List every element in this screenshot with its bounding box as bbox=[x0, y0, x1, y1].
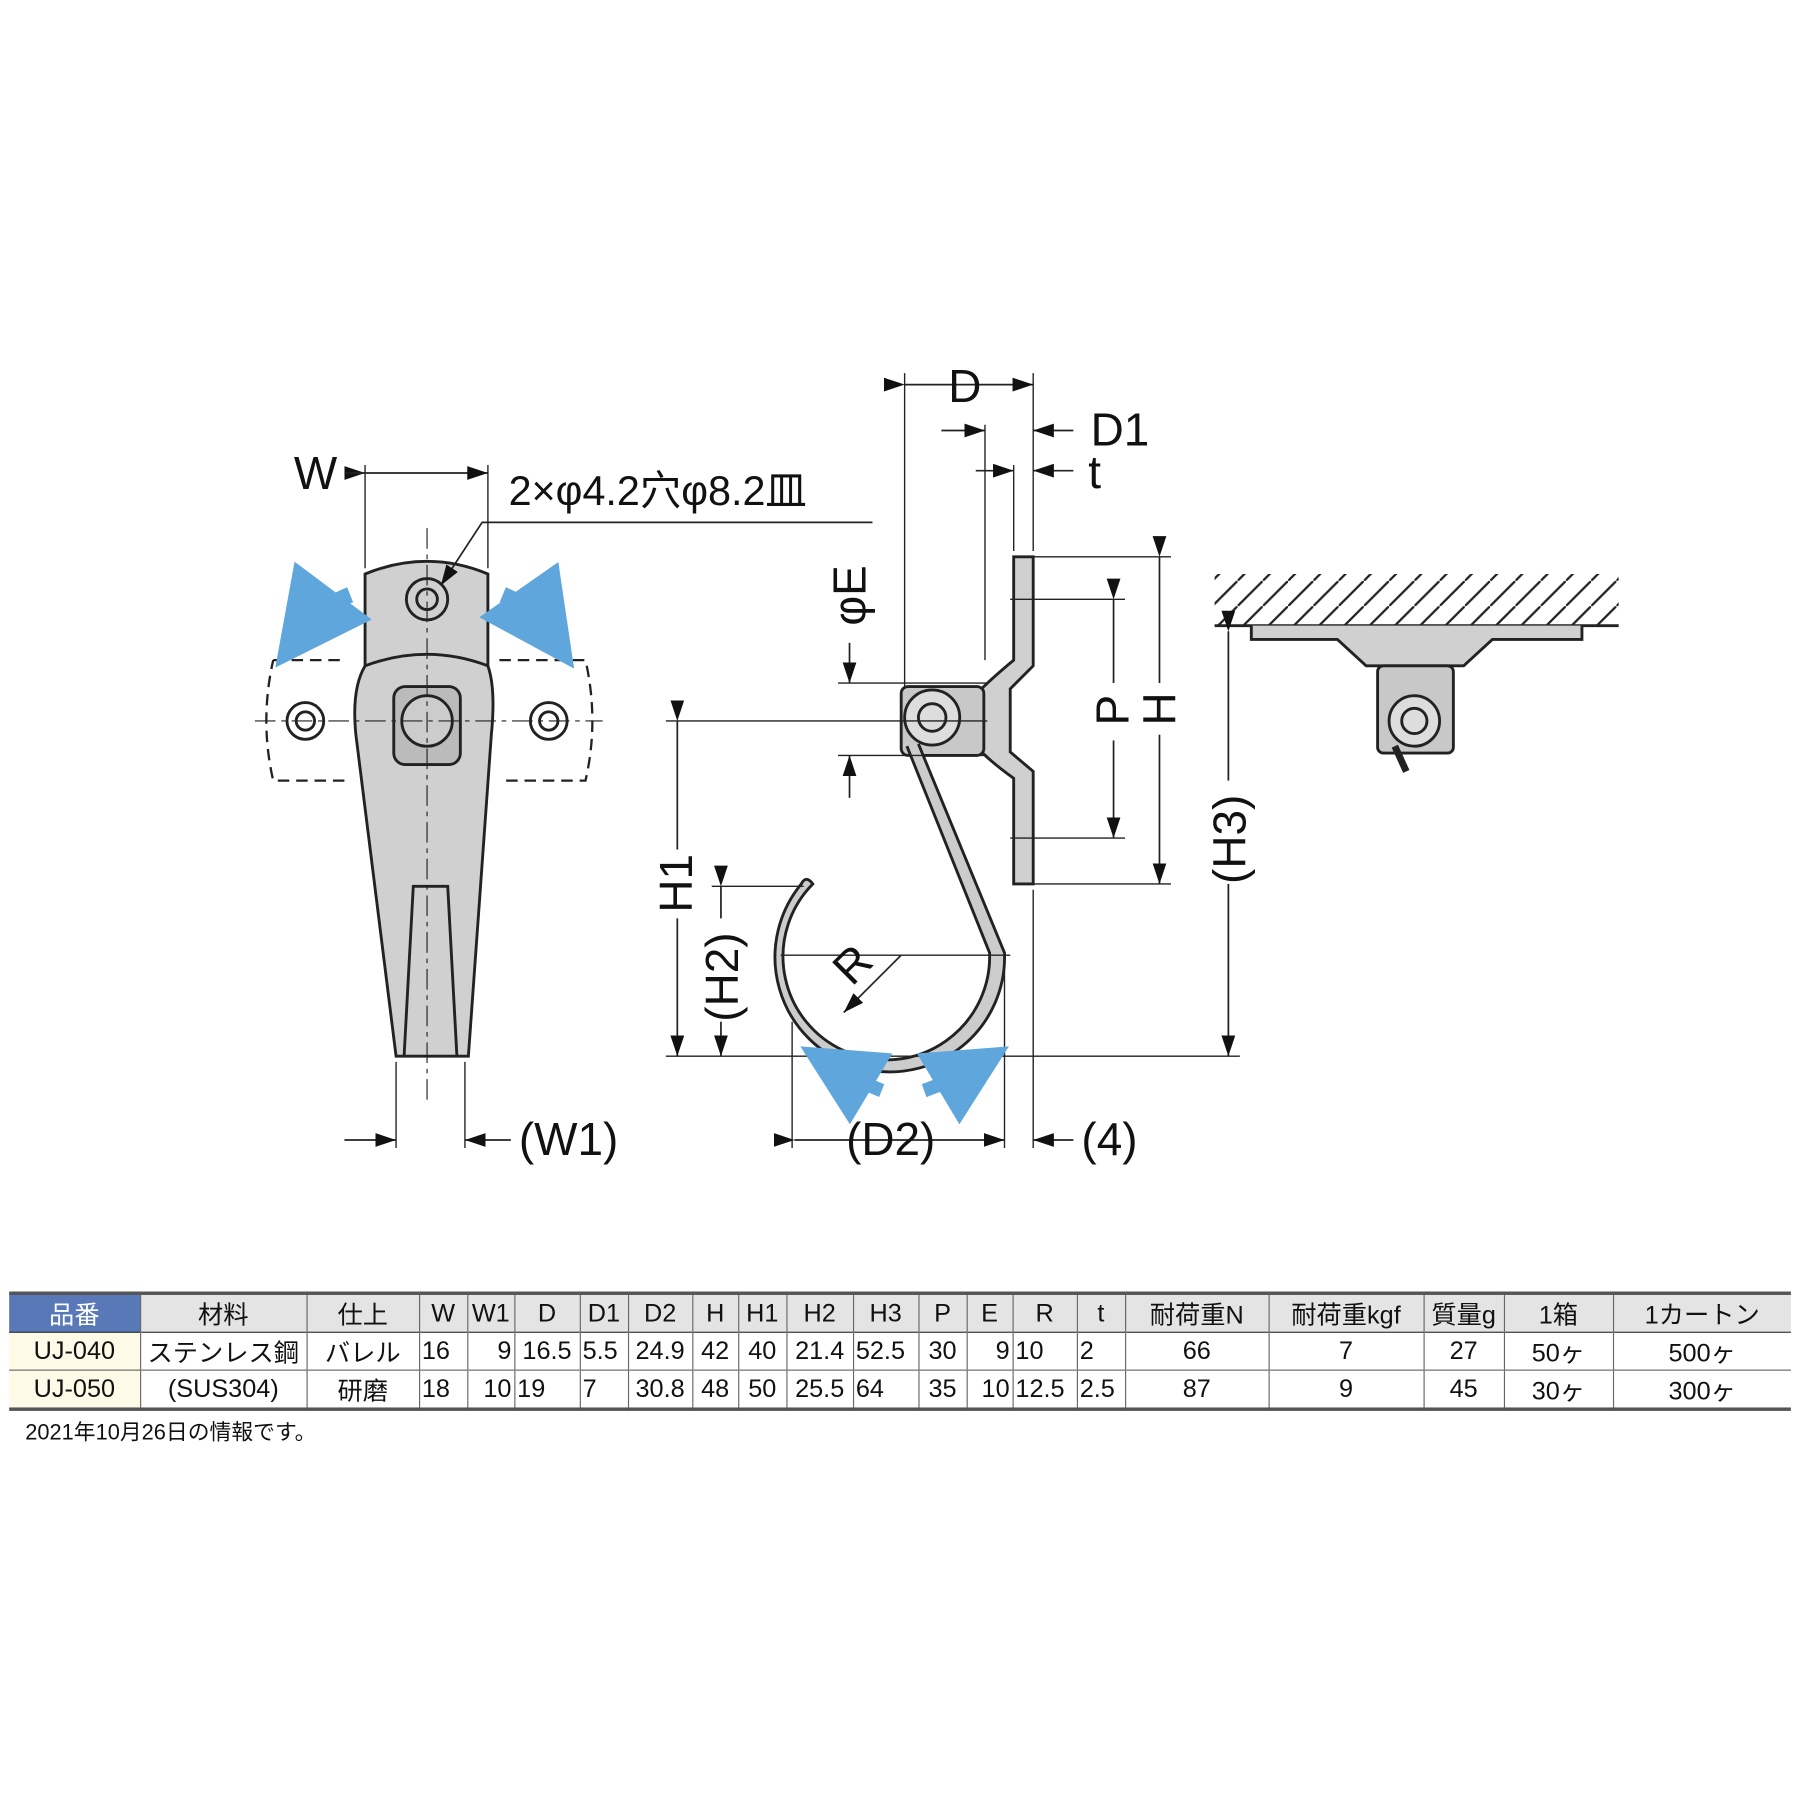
cell-load-n: 87 bbox=[1124, 1370, 1269, 1410]
part-number: UJ-050 bbox=[9, 1370, 141, 1410]
technical-drawing: W 2×φ4.2穴φ8.2皿 (W1) D D1 t φE P H H1 (H2… bbox=[254, 360, 1619, 1165]
cell-load-kgf: 9 bbox=[1267, 1370, 1424, 1410]
cell-D2: 24.9 bbox=[627, 1332, 693, 1371]
cell-load-kgf: 7 bbox=[1267, 1332, 1424, 1371]
label-R: R bbox=[822, 934, 882, 994]
cell-W: 16 bbox=[418, 1332, 468, 1371]
header-cell: W bbox=[418, 1293, 468, 1333]
label-E: φE bbox=[824, 565, 876, 625]
cell-t: 2.5 bbox=[1076, 1370, 1126, 1410]
cell-H3: 64 bbox=[852, 1370, 919, 1410]
cell-mass: 27 bbox=[1422, 1332, 1504, 1371]
header-cell: H bbox=[691, 1293, 739, 1333]
label-D: D bbox=[948, 360, 981, 412]
label-P: P bbox=[1086, 695, 1138, 726]
cell-H: 42 bbox=[691, 1332, 739, 1371]
header-cell: 質量g bbox=[1422, 1293, 1504, 1333]
header-cell: 品番 bbox=[9, 1293, 141, 1333]
part-number: UJ-040 bbox=[9, 1332, 141, 1371]
cell-W1: 9 bbox=[466, 1332, 515, 1371]
cell-box: 50ヶ bbox=[1503, 1332, 1613, 1371]
finish: 研磨 bbox=[305, 1370, 420, 1410]
header-cell: W1 bbox=[466, 1293, 515, 1333]
header-cell: H1 bbox=[737, 1293, 787, 1333]
cell-H3: 52.5 bbox=[852, 1332, 919, 1371]
header-cell: H2 bbox=[785, 1293, 853, 1333]
label-hole-spec: 2×φ4.2穴φ8.2皿 bbox=[509, 468, 807, 514]
header-cell: 耐荷重kgf bbox=[1267, 1293, 1424, 1333]
cell-load-n: 66 bbox=[1124, 1332, 1269, 1371]
cell-D: 19 bbox=[513, 1370, 580, 1410]
header-cell: 材料 bbox=[139, 1293, 307, 1333]
material: ステンレス鋼 bbox=[139, 1332, 307, 1371]
cell-P: 30 bbox=[917, 1332, 967, 1371]
cell-t: 2 bbox=[1076, 1332, 1126, 1371]
cell-H1: 50 bbox=[737, 1370, 787, 1410]
header-cell: 1箱 bbox=[1503, 1293, 1613, 1333]
label-t: t bbox=[1088, 446, 1101, 498]
label-W: W bbox=[294, 447, 338, 499]
cell-P: 35 bbox=[917, 1370, 967, 1410]
cell-W1: 10 bbox=[466, 1370, 515, 1410]
header-cell: P bbox=[917, 1293, 967, 1333]
table-row: UJ-040 ステンレス鋼 バレル 16 9 16.5 5.5 24.9 42 … bbox=[9, 1332, 1791, 1371]
label-H1: H1 bbox=[650, 854, 702, 913]
cell-E: 9 bbox=[966, 1332, 1013, 1371]
table-header-row: 品番 材料 仕上 W W1 D D1 D2 H H1 H2 H3 P E R t… bbox=[9, 1293, 1791, 1333]
cell-D2: 30.8 bbox=[627, 1370, 693, 1410]
side-view bbox=[665, 373, 1240, 1149]
cell-mass: 45 bbox=[1422, 1370, 1504, 1410]
cell-R: 12.5 bbox=[1011, 1370, 1077, 1410]
header-cell: 仕上 bbox=[305, 1293, 420, 1333]
header-cell: D2 bbox=[627, 1293, 693, 1333]
label-H2: (H2) bbox=[696, 932, 748, 1021]
header-cell: 耐荷重N bbox=[1124, 1293, 1269, 1333]
header-cell: t bbox=[1076, 1293, 1126, 1333]
cell-box: 30ヶ bbox=[1503, 1370, 1613, 1410]
finish: バレル bbox=[305, 1332, 420, 1371]
header-cell: R bbox=[1011, 1293, 1077, 1333]
cell-carton: 500ヶ bbox=[1612, 1332, 1791, 1371]
header-cell: 1カートン bbox=[1612, 1293, 1791, 1333]
cell-D: 16.5 bbox=[513, 1332, 580, 1371]
label-W1: (W1) bbox=[519, 1113, 618, 1165]
front-view bbox=[254, 464, 873, 1149]
label-H3: (H3) bbox=[1204, 795, 1256, 884]
cell-D1: 5.5 bbox=[579, 1332, 628, 1371]
cell-D1: 7 bbox=[579, 1370, 628, 1410]
cell-R: 10 bbox=[1011, 1332, 1077, 1371]
label-D1: D1 bbox=[1091, 403, 1150, 455]
mounted-view bbox=[1214, 574, 1619, 1057]
table-row: UJ-050 (SUS304) 研磨 18 10 19 7 30.8 48 50… bbox=[9, 1370, 1791, 1410]
header-cell: H3 bbox=[852, 1293, 919, 1333]
label-H: H bbox=[1134, 692, 1186, 725]
header-cell: E bbox=[966, 1293, 1013, 1333]
header-cell: D1 bbox=[579, 1293, 628, 1333]
cell-H: 48 bbox=[691, 1370, 739, 1410]
cell-H1: 40 bbox=[737, 1332, 787, 1371]
label-D2: (D2) bbox=[846, 1113, 935, 1165]
header-cell: D bbox=[513, 1293, 580, 1333]
spec-table: 品番 材料 仕上 W W1 D D1 D2 H H1 H2 H3 P E R t… bbox=[9, 1292, 1791, 1411]
label-4: (4) bbox=[1081, 1113, 1137, 1165]
cell-H2: 21.4 bbox=[785, 1332, 853, 1371]
cell-W: 18 bbox=[418, 1370, 468, 1410]
material: (SUS304) bbox=[139, 1370, 307, 1410]
info-date-note: 2021年10月26日の情報です。 bbox=[25, 1421, 317, 1446]
cell-carton: 300ヶ bbox=[1612, 1370, 1791, 1410]
cell-E: 10 bbox=[966, 1370, 1013, 1410]
cell-H2: 25.5 bbox=[785, 1370, 853, 1410]
